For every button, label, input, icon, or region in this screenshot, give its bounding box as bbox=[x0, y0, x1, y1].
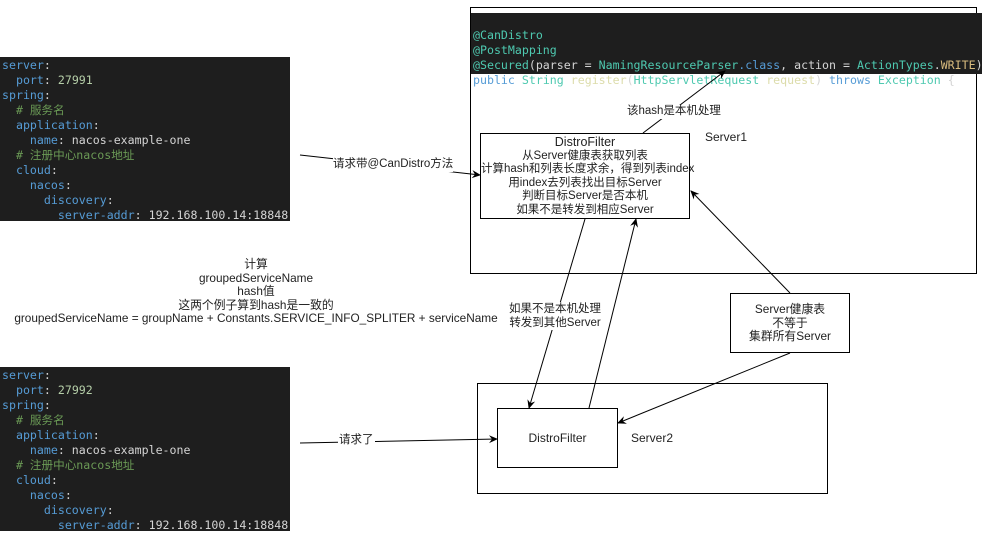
yaml-value: 27992 bbox=[50, 383, 93, 397]
server2-distro-filter: DistroFilter bbox=[497, 408, 618, 468]
edge-server2-to-server1 bbox=[588, 218, 638, 409]
yaml-key: server bbox=[2, 368, 44, 382]
edge-label-request: 请求了 bbox=[338, 434, 375, 448]
edge-label-local-handle: 该hash是本机处理 bbox=[627, 105, 721, 119]
server2-container bbox=[477, 383, 828, 494]
yaml-line: discovery: bbox=[43, 503, 114, 517]
edge-local-handle bbox=[642, 70, 726, 134]
yaml-line: port: 27992 bbox=[15, 383, 93, 397]
yaml-comment: # 服务名 bbox=[15, 413, 65, 427]
yaml-key: port bbox=[15, 383, 44, 397]
yaml-line: port: 27991 bbox=[15, 73, 93, 87]
yaml-line: nacos: bbox=[29, 488, 72, 502]
filter-step-line: 计算hash和列表长度求余，得到列表index bbox=[481, 163, 695, 176]
yaml-line: spring: bbox=[2, 398, 51, 412]
yaml-key: nacos bbox=[29, 178, 65, 192]
hash-note-line: hash值 bbox=[237, 284, 275, 298]
yaml-line: name: nacos-example-one bbox=[29, 443, 191, 457]
yaml-line: name: nacos-example-one bbox=[29, 133, 191, 147]
hash-note-line: groupedServiceName bbox=[198, 270, 314, 285]
edge-health-to-server2 bbox=[617, 352, 791, 424]
yaml-line: application: bbox=[15, 118, 100, 132]
yaml-key: port bbox=[15, 73, 44, 87]
health-note-line: Server健康表 bbox=[754, 302, 826, 316]
yaml-line: spring: bbox=[2, 88, 51, 102]
yaml-key: application bbox=[15, 118, 93, 132]
yaml-line: discovery: bbox=[43, 193, 114, 207]
yaml-value: 192.168.100.14:18848 bbox=[141, 208, 289, 222]
edge-health-to-server1 bbox=[690, 190, 791, 294]
yaml-key: server bbox=[2, 58, 44, 72]
filter-step-line: 用index去列表找出目标Server bbox=[508, 176, 662, 189]
yaml-key: nacos bbox=[29, 488, 65, 502]
yaml-comment: # 注册中心nacos地址 bbox=[15, 458, 135, 472]
yaml-value: nacos-example-one bbox=[64, 443, 191, 457]
code-annotation-postmapping: @PostMapping bbox=[473, 43, 557, 57]
health-note-line: 不等于 bbox=[772, 315, 808, 330]
edge-request-server2 bbox=[299, 435, 498, 444]
yaml-key: name bbox=[29, 443, 58, 457]
yaml-key: cloud bbox=[15, 473, 51, 487]
yaml-line: nacos: bbox=[29, 178, 72, 192]
yaml-line: server-addr: 192.168.100.14:18848 bbox=[57, 518, 289, 532]
yaml-line: cloud: bbox=[15, 163, 58, 177]
server2-label: Server2 bbox=[631, 431, 674, 445]
forward-label-line: 转发到其他Server bbox=[509, 317, 601, 329]
server1-label: Server1 bbox=[705, 130, 748, 144]
hash-note-line: 计算 bbox=[244, 257, 268, 271]
yaml-line: server: bbox=[2, 58, 51, 72]
code-annotation-candistro: @CanDistro bbox=[473, 28, 543, 42]
yaml-line: server: bbox=[2, 368, 51, 382]
yaml-key: application bbox=[15, 428, 93, 442]
yaml-line: # 注册中心nacos地址 bbox=[2, 458, 290, 473]
yaml-comment: # 服务名 bbox=[15, 103, 65, 117]
health-note-line: 集群所有Server bbox=[749, 329, 831, 343]
filter-step-line: 判断目标Server是否本机 bbox=[522, 190, 648, 203]
edge-label-forward: 如果不是本机处理转发到其他Server bbox=[509, 302, 601, 330]
yaml-line: # 注册中心nacos地址 bbox=[2, 148, 290, 163]
filter-step-line: 从Server健康表获取列表 bbox=[522, 149, 648, 162]
code-annotation-secured: @Secured(parser = NamingResourceParser.c… bbox=[473, 58, 983, 72]
code-method-signature: public String register(HttpServletReques… bbox=[473, 73, 955, 87]
yaml-key: server-addr bbox=[57, 208, 135, 222]
yaml-line: application: bbox=[15, 428, 100, 442]
yaml-value: 27991 bbox=[50, 73, 93, 87]
yaml-key: server-addr bbox=[57, 518, 135, 532]
forward-label-line: 如果不是本机处理 bbox=[509, 303, 601, 315]
server2-filter-label: DistroFilter bbox=[528, 431, 587, 445]
yaml-value: 192.168.100.14:18848 bbox=[141, 518, 289, 532]
yaml-line: cloud: bbox=[15, 473, 58, 487]
filter-step-line: DistroFilter bbox=[554, 135, 616, 149]
yaml-key: discovery bbox=[43, 503, 107, 517]
yaml-line: # 服务名 bbox=[2, 413, 290, 428]
yaml-key: spring bbox=[2, 88, 44, 102]
yaml-key: cloud bbox=[15, 163, 51, 177]
yaml-key: name bbox=[29, 133, 58, 147]
health-table-note: Server健康表不等于集群所有Server bbox=[730, 293, 850, 353]
yaml-key: discovery bbox=[43, 193, 107, 207]
filter-step-line: 如果不是转发到相应Server bbox=[516, 203, 654, 216]
java-code-snippet: @CanDistro @PostMapping @Secured(parser … bbox=[471, 13, 983, 87]
edge-label-request-candistro: 请求带@CanDistro方法 bbox=[333, 158, 454, 172]
yaml-line: server-addr: 192.168.100.14:18848 bbox=[57, 208, 289, 222]
yaml-comment: # 注册中心nacos地址 bbox=[15, 148, 135, 162]
yaml-key: spring bbox=[2, 398, 44, 412]
hash-note-line: 这两个例子算到hash是一致的 bbox=[178, 297, 334, 312]
server1-container bbox=[470, 7, 977, 274]
yaml-value: nacos-example-one bbox=[64, 133, 191, 147]
yaml-line: # 服务名 bbox=[2, 103, 290, 118]
hash-note-line: groupedServiceName = groupName + Constan… bbox=[14, 311, 498, 325]
health-table-text: Server健康表不等于集群所有Server bbox=[731, 302, 849, 344]
